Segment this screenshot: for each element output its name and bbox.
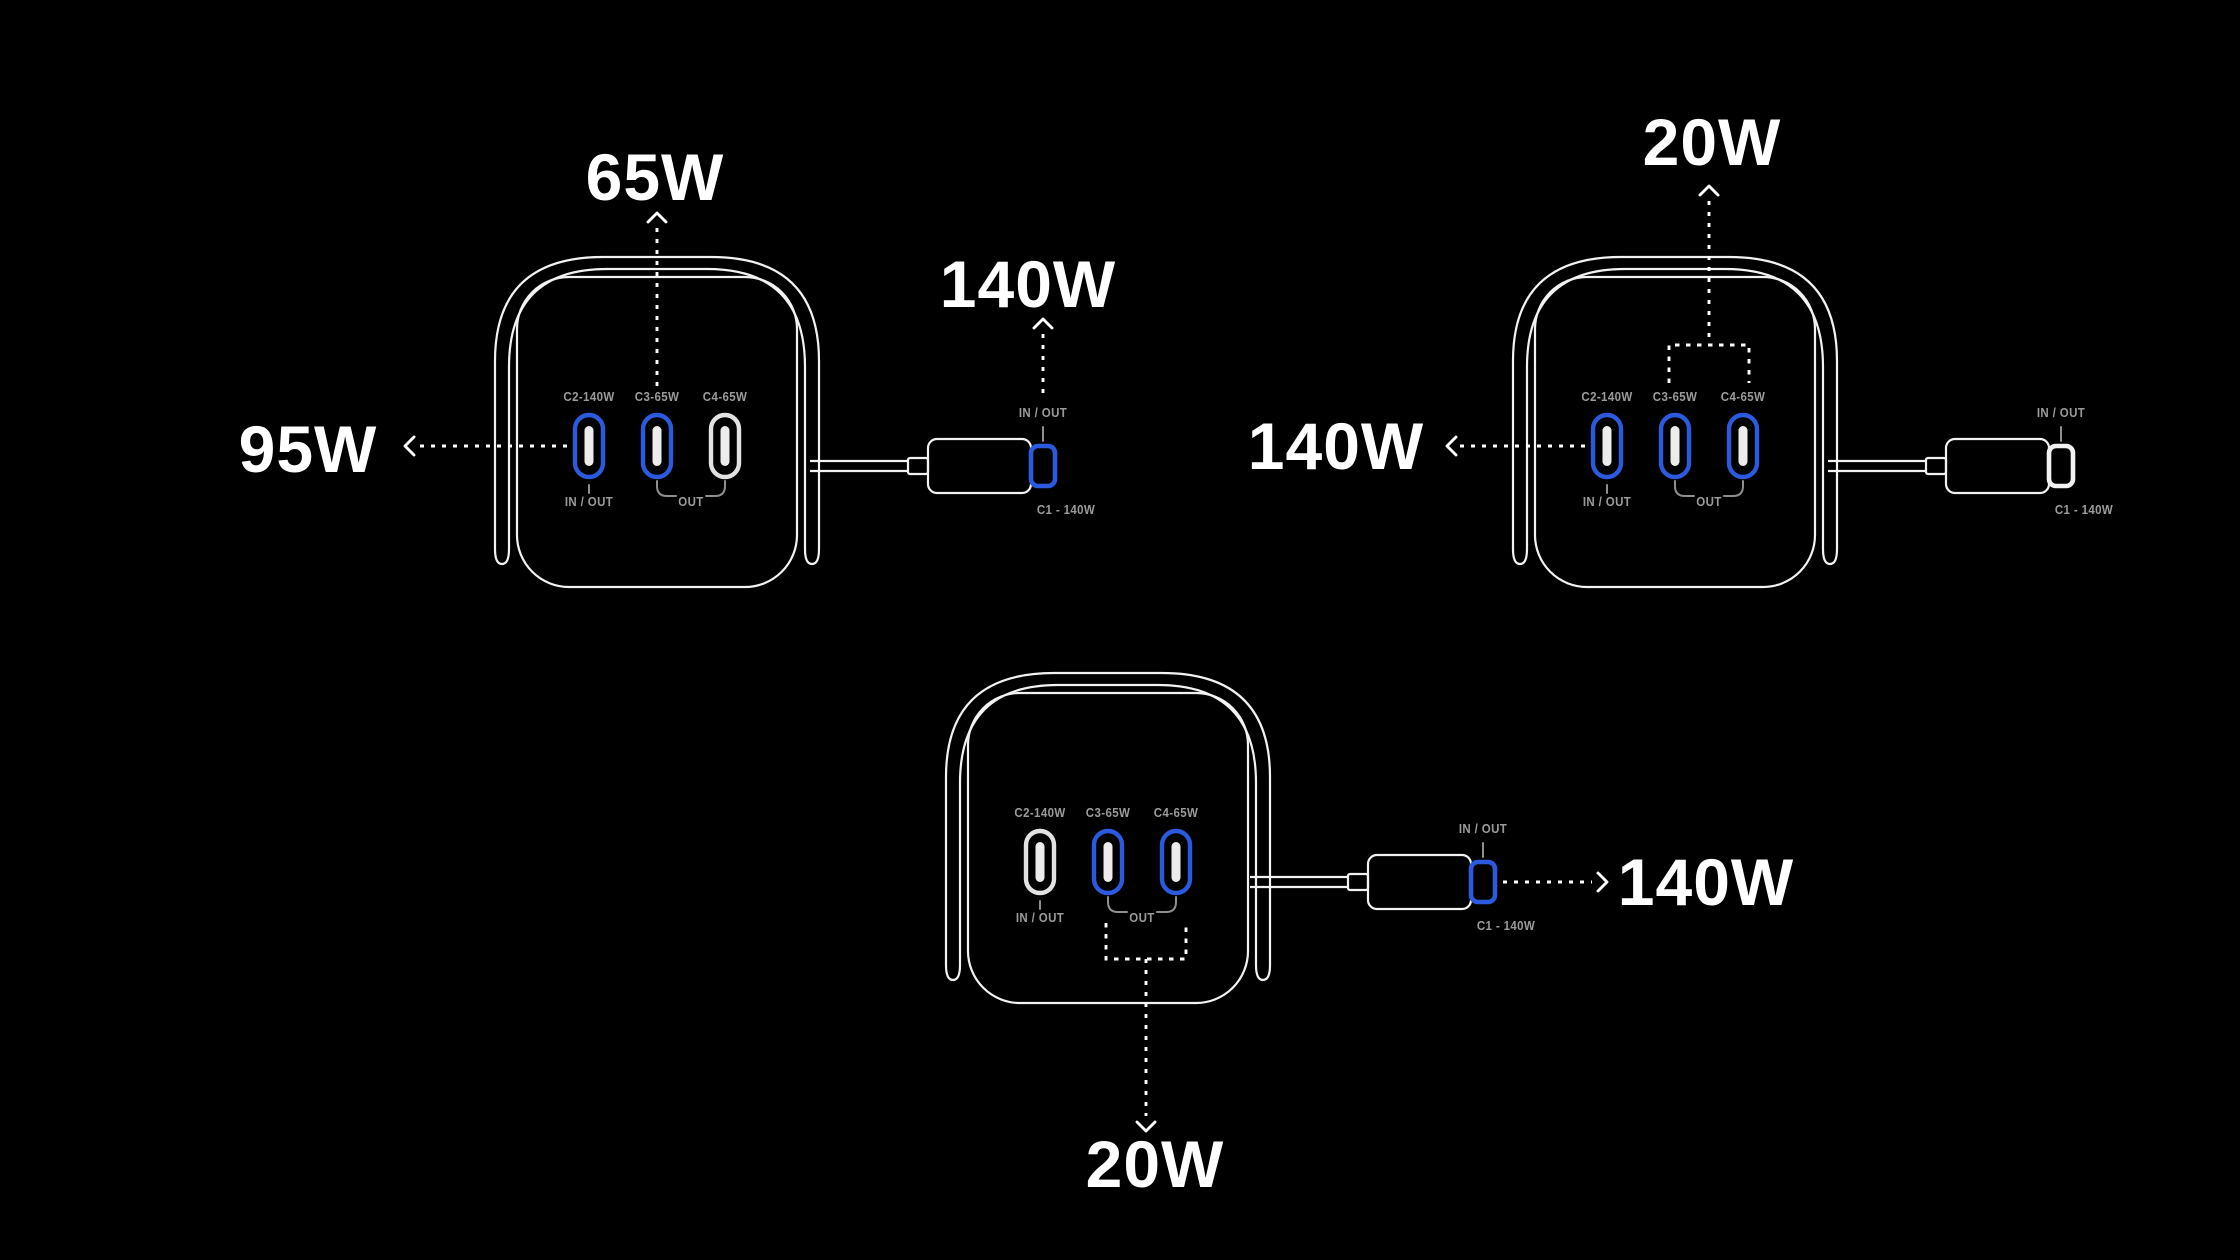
port-label-c4: C4-65W — [1720, 389, 1766, 404]
arrow-left-icon — [1445, 435, 1458, 457]
cable-in-out-label: IN / OUT — [1018, 405, 1068, 420]
usb-c-port-c3 — [1091, 828, 1125, 896]
cable-tip — [1468, 859, 1498, 905]
usb-c-port-c2 — [1590, 412, 1624, 480]
arrow-up-icon — [1032, 317, 1054, 330]
cable-c1-label: C1 - 140W — [2054, 502, 2114, 517]
power-callout-65w: 65W — [585, 140, 725, 214]
port-label-c4: C4-65W — [1153, 805, 1199, 820]
arrow-down-icon — [1135, 1120, 1157, 1133]
arrow-up-icon — [1698, 184, 1720, 197]
prong-blade-outline — [493, 255, 821, 566]
power-callout-20w: 20W — [1085, 1127, 1225, 1201]
charger-top-left — [403, 211, 1058, 589]
in-out-label: IN / OUT — [1582, 494, 1632, 509]
group-bracket-20w — [1104, 923, 1188, 961]
cable-tip — [2046, 443, 2076, 489]
power-callout-140w: 140W — [939, 247, 1117, 321]
out-bracket — [1674, 480, 1744, 497]
out-label: OUT — [1696, 494, 1722, 509]
cable-connector-outline — [1826, 437, 2051, 495]
usb-c-port-c4 — [1726, 412, 1760, 480]
usb-c-port-c2 — [572, 412, 606, 480]
usb-c-cable-c1 — [1826, 437, 2076, 495]
cable-c1-label: C1 - 140W — [1476, 918, 1536, 933]
prong-blade-outline — [1511, 255, 1839, 566]
usb-c-cable-c1 — [808, 437, 1058, 495]
power-callout-140w: 140W — [1247, 409, 1425, 483]
prong-blade-outline — [944, 671, 1272, 982]
usb-c-port-c4 — [1159, 828, 1193, 896]
port-label-c3: C3-65W — [1652, 389, 1698, 404]
group-bracket-20w — [1667, 343, 1751, 383]
charger-bottom — [944, 671, 1609, 1133]
cable-connector-outline — [808, 437, 1033, 495]
charger-top-right — [1445, 184, 2076, 589]
out-label: OUT — [678, 494, 704, 509]
power-callout-140w: 140W — [1617, 845, 1795, 919]
port-label-c2: C2-140W — [563, 389, 615, 404]
port-label-c2: C2-140W — [1581, 389, 1633, 404]
usb-c-port-c3 — [1658, 412, 1692, 480]
port-label-c4: C4-65W — [702, 389, 748, 404]
in-out-label: IN / OUT — [1015, 910, 1065, 925]
out-bracket — [1107, 896, 1177, 913]
arrow-up-icon — [646, 211, 668, 224]
arrow-right-icon — [1596, 871, 1609, 893]
power-callout-20w: 20W — [1642, 105, 1782, 179]
port-label-c3: C3-65W — [634, 389, 680, 404]
power-callout-95w: 95W — [238, 412, 378, 486]
cable-in-out-label: IN / OUT — [2036, 405, 2086, 420]
cable-connector-outline — [1248, 853, 1473, 911]
port-label-c2: C2-140W — [1014, 805, 1066, 820]
usb-c-port-c4 — [708, 412, 742, 480]
cable-tip — [1028, 443, 1058, 489]
usb-c-cable-c1 — [1248, 853, 1498, 911]
port-label-c3: C3-65W — [1085, 805, 1131, 820]
out-bracket — [656, 480, 726, 497]
usb-c-port-c2 — [1023, 828, 1057, 896]
cable-in-out-label: IN / OUT — [1458, 821, 1508, 836]
cable-c1-label: C1 - 140W — [1036, 502, 1096, 517]
out-label: OUT — [1129, 910, 1155, 925]
usb-c-port-c3 — [640, 412, 674, 480]
arrow-left-icon — [403, 435, 416, 457]
in-out-label: IN / OUT — [564, 494, 614, 509]
